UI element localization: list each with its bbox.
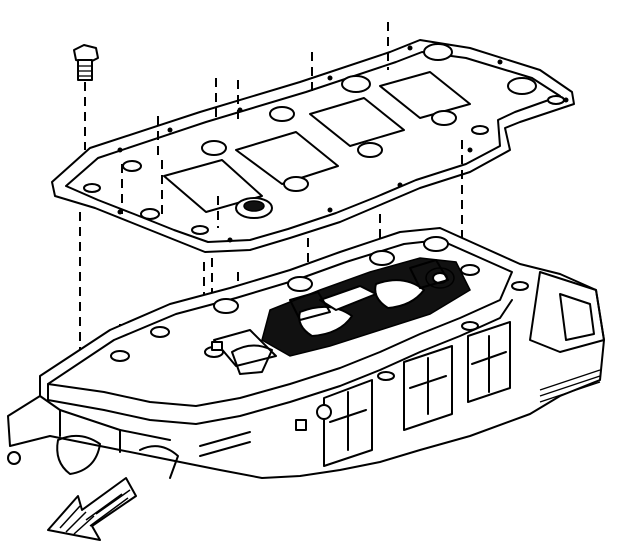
bolt-icon <box>73 44 99 150</box>
engine-block <box>7 227 605 479</box>
plate-bosses <box>83 43 565 235</box>
rib-crosses <box>329 335 507 451</box>
arrow-icon <box>47 477 137 541</box>
plate-edge-dots <box>117 45 569 243</box>
upper-plate <box>51 39 575 253</box>
